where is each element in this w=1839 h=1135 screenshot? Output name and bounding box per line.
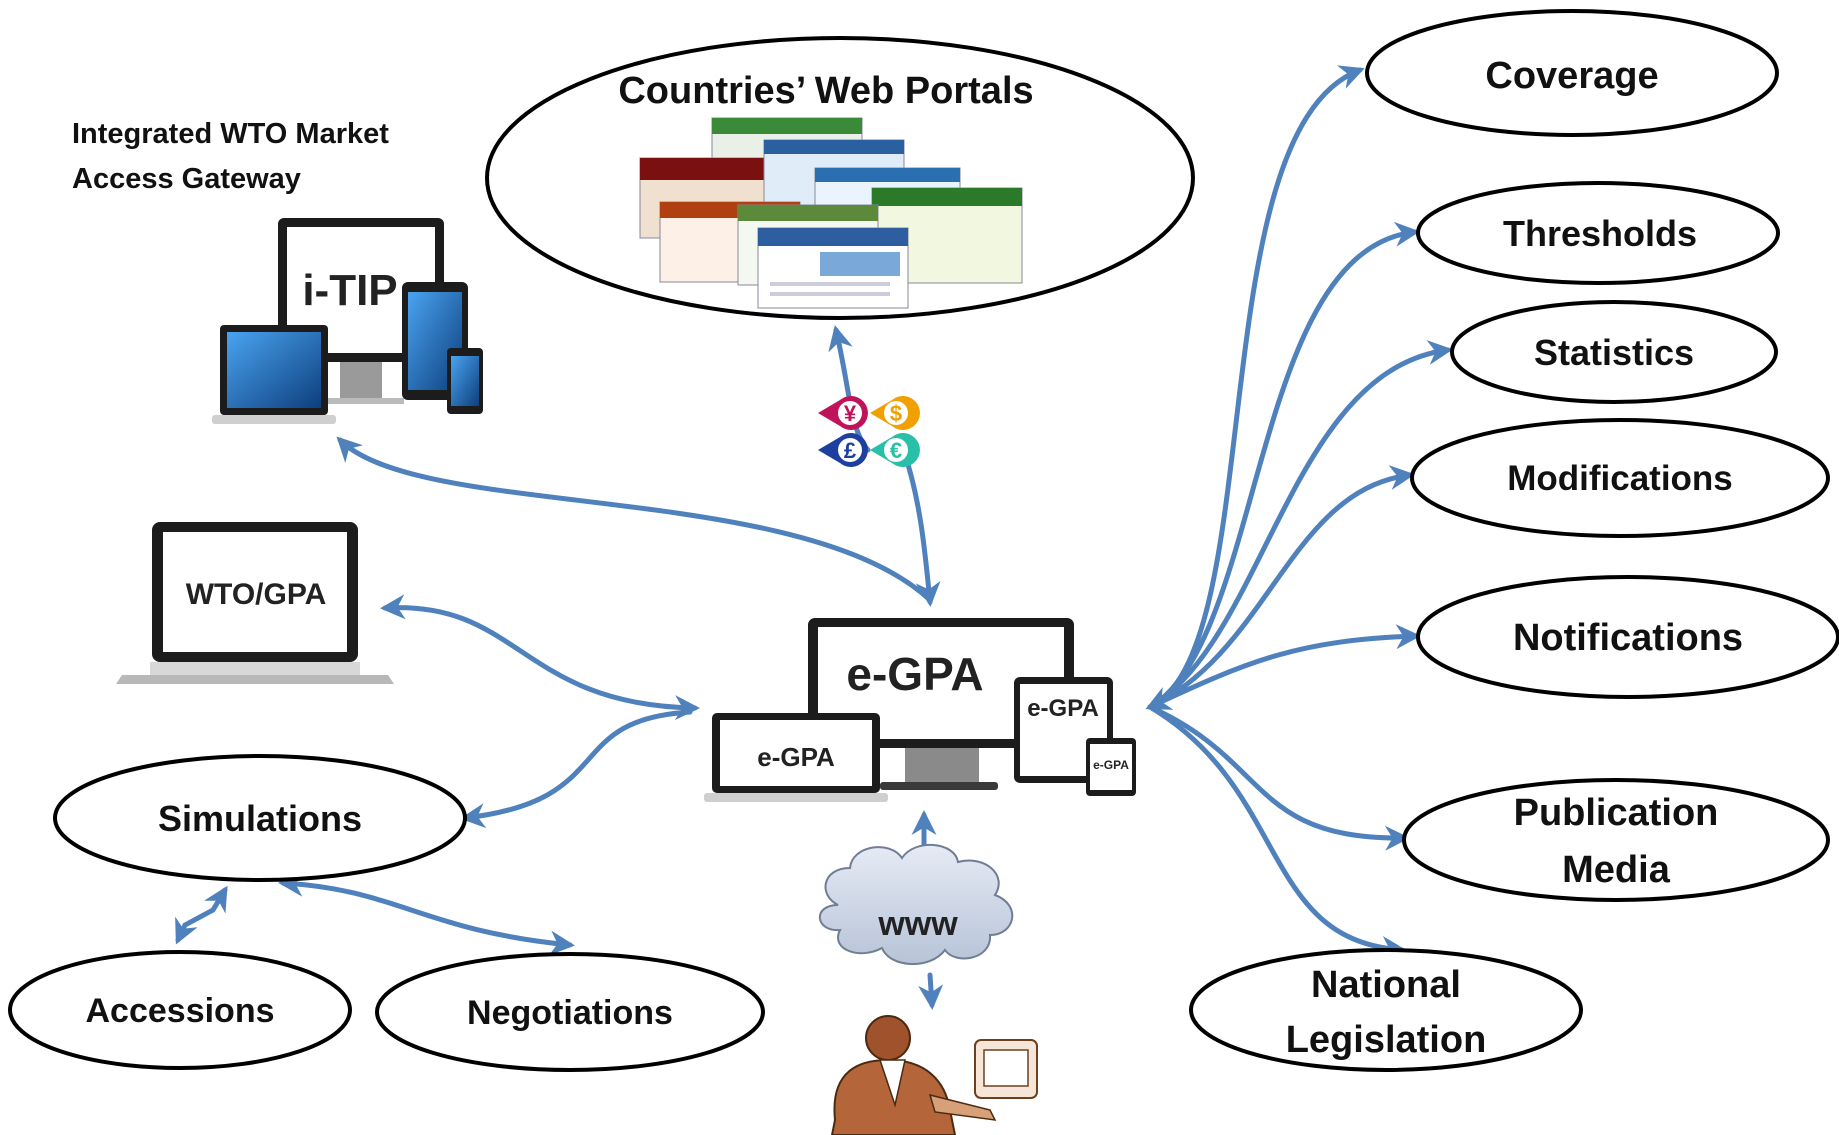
publication-label-line1: Publication [1514, 792, 1719, 834]
svg-text:$: $ [890, 401, 902, 426]
itip-gateway-node: Integrated WTO Market Access Gateway i-T… [72, 118, 483, 424]
www-cloud-node: www [818, 844, 1014, 965]
arrow-to-statistics [1147, 340, 1453, 710]
arrow-itip-egpa [336, 436, 933, 603]
statistics-label: Statistics [1534, 332, 1694, 373]
arrow-to-coverage [1145, 65, 1365, 710]
arrow-wtogpa-egpa [380, 594, 700, 721]
svg-text:€: € [890, 438, 902, 463]
node-negotiations: Negotiations [375, 952, 765, 1072]
web-portals-node: Countries’ Web Portals [485, 36, 1195, 320]
node-accessions: Accessions [8, 950, 352, 1070]
pound-icon: £ [818, 433, 868, 468]
modifications-label: Modifications [1507, 459, 1733, 498]
arrow-to-notifications [1147, 624, 1421, 710]
notifications-label: Notifications [1513, 617, 1743, 659]
egpa-phone-text: e-GPA [1093, 758, 1129, 772]
web-portals-title: Countries’ Web Portals [618, 70, 1033, 112]
node-simulations: Simulations [53, 754, 467, 882]
node-modifications: Modifications [1410, 418, 1830, 538]
gateway-title-line1: Integrated WTO Market [72, 118, 389, 150]
cloud-label: www [877, 905, 958, 943]
svg-text:¥: ¥ [844, 401, 857, 426]
arrow-currency-egpa [902, 452, 941, 607]
egpa-laptop-text: e-GPA [757, 742, 835, 772]
gateway-title-line2: Access Gateway [72, 163, 301, 195]
node-notifications: Notifications [1416, 575, 1839, 699]
node-coverage: Coverage [1365, 9, 1779, 137]
arrow-simulations-negotiations [278, 871, 575, 956]
website-screenshots-collage [639, 117, 1023, 309]
egpa-center-node: e-GPA e-GPA e-GPA e-GPA [704, 618, 1136, 802]
national-label-line2: Legislation [1286, 1019, 1487, 1061]
node-statistics: Statistics [1450, 300, 1778, 404]
arrow-to-national-legislation [1147, 704, 1407, 962]
cloud-icon [818, 844, 1014, 965]
accessions-label: Accessions [86, 992, 275, 1030]
dollar-icon: $ [870, 395, 920, 430]
yen-icon: ¥ [818, 395, 868, 430]
arrow-to-modifications [1147, 465, 1415, 710]
euro-icon: € [870, 433, 920, 468]
itip-screen-text: i-TIP [302, 266, 397, 315]
negotiations-label: Negotiations [467, 994, 673, 1032]
simulations-label: Simulations [158, 798, 362, 839]
svg-text:£: £ [844, 438, 857, 463]
arrow-simulations-egpa [460, 709, 693, 829]
arrow-portals-egpa [828, 325, 871, 453]
node-publication-media: Publication Media [1402, 778, 1830, 902]
arrow-to-publication-media [1147, 704, 1410, 851]
coverage-label: Coverage [1485, 55, 1658, 97]
user-at-computer-illustration [830, 1015, 1038, 1135]
node-thresholds: Thresholds [1416, 181, 1780, 285]
thresholds-label: Thresholds [1503, 213, 1697, 254]
arrow-to-thresholds [1147, 221, 1420, 710]
connector-arrows [175, 65, 1453, 1010]
publication-label-line2: Media [1562, 849, 1671, 891]
wto-gpa-screen-text: WTO/GPA [186, 578, 327, 611]
egpa-tablet-text: e-GPA [1027, 695, 1099, 722]
egpa-monitor-text: e-GPA [846, 648, 983, 700]
arrow-simulations-accessions [175, 885, 228, 945]
arrow-www-user [918, 972, 944, 1010]
national-label-line1: National [1311, 964, 1461, 1006]
node-national-legislation: National Legislation [1189, 948, 1583, 1072]
wto-gpa-node: WTO/GPA [116, 522, 394, 684]
currency-icons: ¥ $ £ € [818, 395, 920, 468]
